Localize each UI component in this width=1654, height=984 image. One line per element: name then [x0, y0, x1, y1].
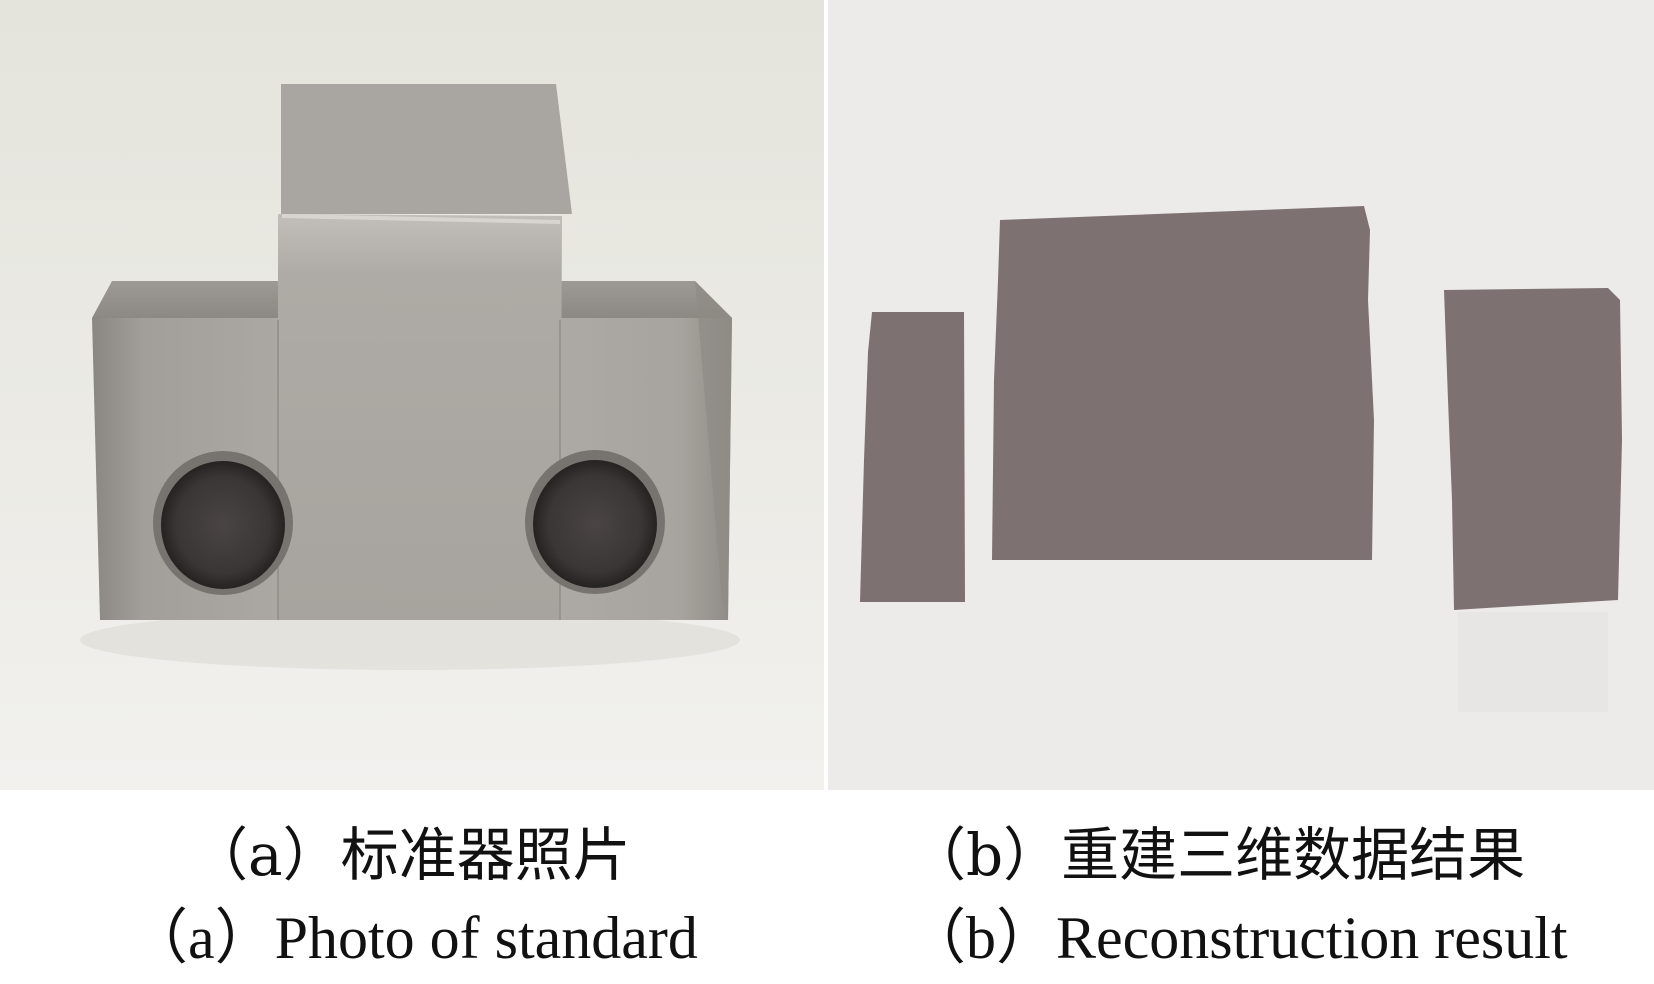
- caption-b-chinese: （b）重建三维数据结果: [908, 821, 1526, 889]
- caption-a-english: （a）Photo of standard: [128, 905, 698, 971]
- post-edge-highlight: [281, 214, 561, 224]
- object-shadow: [80, 610, 740, 670]
- reconstruction-center-block: [992, 206, 1374, 560]
- right-hole: [533, 460, 657, 588]
- post-front-face: [278, 214, 562, 620]
- reconstruction-result: [828, 0, 1654, 790]
- reconstruction-right-block: [1444, 288, 1622, 610]
- reconstruction-shadow: [1458, 612, 1608, 712]
- reconstruction-illustration: [828, 0, 1654, 790]
- photo-of-standard: [0, 0, 824, 790]
- caption-b-english: （b）Reconstruction result: [906, 905, 1568, 971]
- base-right-face: [695, 281, 732, 620]
- left-hole: [161, 461, 285, 589]
- standard-photo-illustration: [0, 0, 824, 790]
- post-top-face: [281, 84, 572, 214]
- caption-a-chinese: （a）标准器照片: [190, 821, 631, 889]
- reconstruction-left-block: [860, 312, 965, 602]
- panel-divider: [824, 0, 828, 790]
